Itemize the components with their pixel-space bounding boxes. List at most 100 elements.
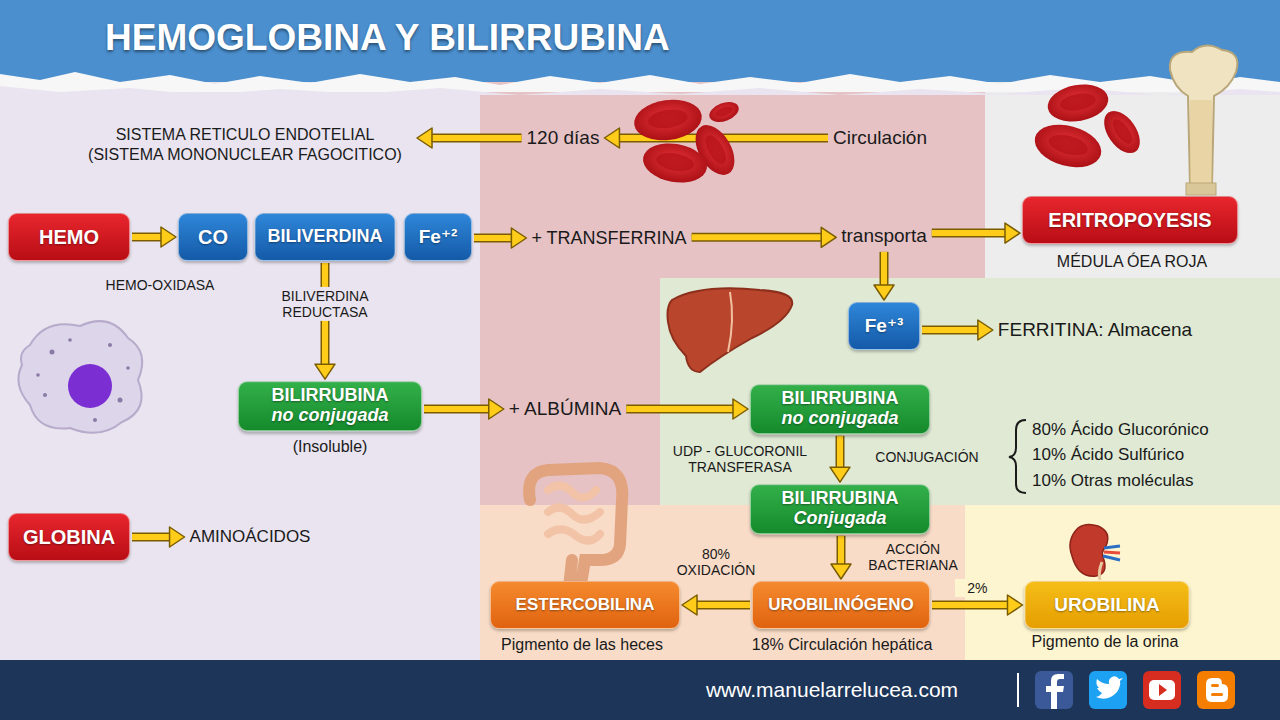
connector-outline xyxy=(132,233,163,242)
arrowhead xyxy=(733,399,748,419)
note-label: 10% Ácido Sulfúrico xyxy=(1032,445,1184,465)
process-box: UROBILINA xyxy=(1025,581,1190,629)
edge-label: UDP - GLUCORONIL TRANSFERASA xyxy=(666,442,815,476)
text-node: transporta xyxy=(838,222,930,250)
connector-arrow xyxy=(682,595,750,615)
arrowhead xyxy=(161,227,176,247)
arrowhead xyxy=(1005,223,1020,243)
kidney xyxy=(1070,524,1120,580)
process-box: UROBILINÓGENO xyxy=(752,581,930,629)
connector-line xyxy=(932,602,1010,608)
node-text: BILIRRUBINA xyxy=(782,489,899,509)
node-text: Circulación xyxy=(833,126,927,150)
node-text: BILIRRUBINA xyxy=(272,386,389,406)
note-label: CONJUGACIÓN xyxy=(875,449,978,466)
connector-outline xyxy=(932,601,1010,610)
connector-arrow xyxy=(830,436,850,482)
connector-line xyxy=(692,234,824,240)
node-text: + ALBÚMINA xyxy=(509,397,621,421)
arrowhead xyxy=(831,564,851,579)
edge-label: ACCIÓN BACTERIANA xyxy=(864,540,963,574)
arrowhead xyxy=(978,320,993,340)
process-box: BILIRRUBINAConjugada xyxy=(750,484,930,534)
grey-region xyxy=(985,80,1280,278)
connector-outline xyxy=(692,233,824,242)
note-label: HEMO-OXIDASA xyxy=(106,277,215,294)
node-text: ESTERCOBILINA xyxy=(516,596,655,615)
text-node: 120 días xyxy=(524,124,603,152)
note-label: Pigmento de las heces xyxy=(501,635,663,654)
text-node: FERRITINA: Almacena xyxy=(995,316,1195,344)
arrowhead xyxy=(1008,595,1023,615)
connector-arrow xyxy=(922,320,993,340)
connector-arrow xyxy=(132,227,176,247)
connector-line xyxy=(430,135,522,141)
bracket xyxy=(1009,420,1026,493)
note-label: (Insoluble) xyxy=(293,437,368,456)
process-box: ERITROPOYESIS xyxy=(1022,196,1238,244)
website-text: www.manuelarrelucea.com xyxy=(706,677,958,702)
red-blood-cells-marrow xyxy=(1030,80,1147,174)
node-text: SISTEMA RETICULO ENDOTELIAL (SISTEMA MON… xyxy=(78,125,412,165)
text-node: AMINOÁCIDOS xyxy=(187,524,314,549)
connector-line xyxy=(922,327,980,333)
macrophage xyxy=(18,321,142,433)
process-box: BILIVERDINA xyxy=(254,213,395,261)
text-node: Circulación xyxy=(830,124,930,152)
note-label: Pigmento de la orina xyxy=(1032,632,1179,651)
process-box: BILIRRUBINAno conjugada xyxy=(750,384,930,434)
connector-line xyxy=(695,602,750,608)
title-band xyxy=(0,0,1280,82)
connector-arrow xyxy=(692,227,837,247)
bone xyxy=(1170,45,1238,195)
connector-line xyxy=(132,234,163,240)
connector-arrow xyxy=(424,399,504,419)
node-text: + TRANSFERRINA xyxy=(531,227,686,250)
edge-label: BILIVERDINA REDUCTASA xyxy=(253,287,397,321)
connector-line xyxy=(932,230,1007,236)
arrowhead xyxy=(511,228,526,248)
process-box: Fe⁺² xyxy=(404,213,472,261)
edge-label: 80% OXIDACIÓN xyxy=(669,545,763,579)
connector-line xyxy=(837,436,843,469)
arrowhead xyxy=(417,128,432,148)
node-text: CO xyxy=(198,226,228,248)
node-text: AMINOÁCIDOS xyxy=(190,526,311,547)
connector-line xyxy=(132,534,172,540)
arrowhead xyxy=(682,595,697,615)
node-text: transporta xyxy=(841,224,927,248)
connector-line xyxy=(838,536,844,566)
process-box: HEMO xyxy=(8,213,130,261)
connector-outline xyxy=(837,536,846,566)
arrowhead xyxy=(489,399,504,419)
node-text: UROBILINA xyxy=(1054,595,1160,616)
connector-arrow xyxy=(417,128,522,148)
process-box: ESTERCOBILINA xyxy=(490,581,680,629)
grey-region-top xyxy=(985,95,1280,105)
node-text: GLOBINA xyxy=(23,526,115,548)
note-label: MÉDULA ÓEA ROJA xyxy=(1057,252,1207,271)
process-box: BILIRRUBINAno conjugada xyxy=(238,381,422,431)
footer-bar xyxy=(0,660,1280,720)
connector-outline xyxy=(932,229,1007,238)
arrowhead xyxy=(315,364,335,379)
arrowhead xyxy=(604,128,619,148)
connector-arrow xyxy=(932,595,1023,615)
connector-arrow xyxy=(626,399,748,419)
node-subtext: no conjugada xyxy=(782,409,899,429)
connector-outline xyxy=(474,234,513,243)
arrowhead xyxy=(874,285,894,300)
social-icons xyxy=(1018,671,1235,709)
note-label: 10% Otras moléculas xyxy=(1032,471,1194,491)
node-subtext: Conjugada xyxy=(794,509,887,529)
connector-line xyxy=(626,406,735,412)
node-subtext: no conjugada xyxy=(272,406,389,426)
note-label: 80% Ácido Glucorónico xyxy=(1032,420,1209,440)
edge-label: 2% xyxy=(955,579,999,597)
connector-arrow xyxy=(831,536,851,579)
connector-outline xyxy=(695,601,750,610)
arrowhead xyxy=(821,227,836,247)
connector-line xyxy=(474,235,513,241)
connector-line xyxy=(424,406,491,412)
